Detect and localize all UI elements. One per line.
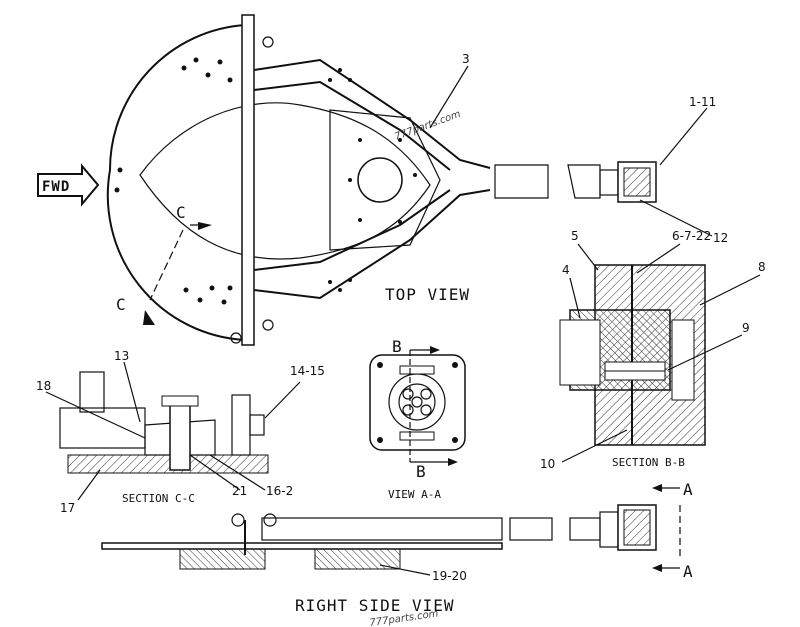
callout-9: 9 (742, 321, 750, 335)
callout-1-11: 1-11 (689, 95, 716, 109)
center-plate (329, 109, 441, 251)
callout-3: 3 (462, 52, 470, 66)
callout-6-7-22: 6-7-22 (672, 229, 711, 243)
section-bb-title: SECTION B-B (612, 456, 685, 469)
callout-14-15: 14-15 (290, 364, 325, 378)
coupler-neck (599, 169, 619, 196)
section-b-marker-top: B (392, 337, 403, 356)
callout-12: 12 (713, 231, 728, 245)
shaft-segment-1 (494, 164, 549, 199)
bolt-holes (114, 57, 417, 305)
center-hole (357, 157, 403, 203)
watermark-top: 777parts.com (393, 109, 462, 143)
section-c-cut-line: C C (116, 203, 212, 325)
section-bb-drawing: SECTION B-B (559, 264, 706, 469)
callout-18: 18 (36, 379, 51, 393)
section-cc-title: SECTION C-C (122, 492, 195, 505)
callout-8: 8 (758, 260, 766, 274)
top-view-drawing (106, 14, 657, 346)
callout-21: 21 (232, 484, 247, 498)
right-side-view-drawing: A A RIGHT SIDE VIEW 777parts.com (101, 480, 694, 627)
callout-5: 5 (571, 229, 579, 243)
section-b-marker-bottom: B (416, 462, 427, 481)
fwd-arrow: FWD (37, 163, 100, 207)
section-a-marker-top: A (683, 480, 694, 499)
callout-10: 10 (540, 457, 555, 471)
disc-outline (106, 24, 246, 341)
section-a-marker-bottom: A (683, 562, 694, 581)
right-side-view-title: RIGHT SIDE VIEW (295, 596, 455, 615)
fwd-label: FWD (42, 179, 70, 195)
callout-17: 17 (60, 501, 75, 515)
leader-lines (45, 65, 761, 576)
mounting-bar (241, 14, 255, 346)
lower-arm (253, 189, 491, 300)
callout-4: 4 (562, 263, 570, 277)
section-c-marker-top: C (176, 203, 187, 222)
lower-arm-inner (253, 189, 451, 271)
view-aa-title: VIEW A-A (388, 488, 441, 501)
top-view-title: TOP VIEW (385, 285, 470, 304)
callout-16-2: 16-2 (266, 484, 293, 498)
callout-13: 13 (114, 349, 129, 363)
upper-arm (253, 58, 491, 169)
shaft-segment-2 (567, 164, 601, 199)
coupler-detail (623, 167, 651, 197)
section-c-marker-bottom: C (116, 295, 127, 314)
callout-19-20: 19-20 (432, 569, 467, 583)
view-aa-drawing: B B VIEW A-A (369, 337, 466, 501)
